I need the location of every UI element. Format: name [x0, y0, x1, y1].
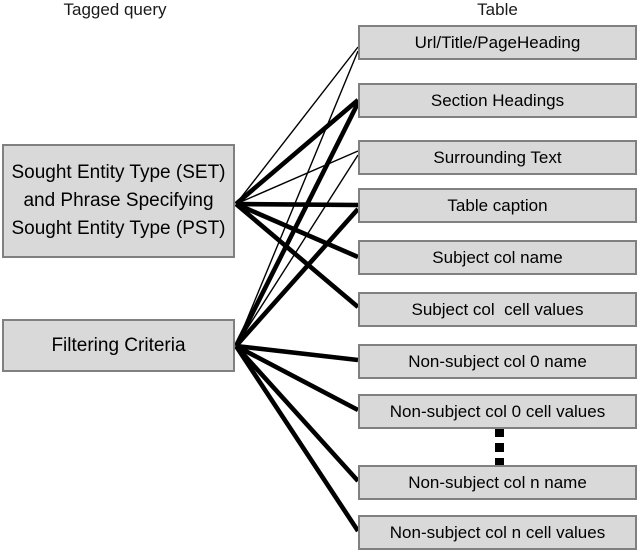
edge-set-to-subject-col-name [235, 201, 359, 260]
edge-set-to-subject-col-cell-values [234, 202, 360, 309]
box-label: Non-subject col n name [408, 472, 587, 492]
edge-filtering-to-non-subject-col-n-cell-values [234, 344, 360, 533]
table-box-non-subject-col-n-name: Non-subject col n name [358, 465, 637, 500]
edge-filtering-to-non-subject-col-0-cell-values [234, 343, 360, 413]
table-box-section-headings: Section Headings [358, 83, 637, 118]
box-label: Non-subject col n cell values [389, 522, 606, 542]
table-box-subject-col-cell-values: Subject col cell values [358, 292, 637, 327]
box-label: Table caption [447, 195, 548, 215]
table-box-subject-col-name: Subject col name [358, 240, 637, 275]
box-label: Section Headings [430, 90, 565, 110]
filtering-criteria-label: Filtering Criteria [51, 334, 186, 356]
box-label: Url/Title/PageHeading [414, 32, 581, 52]
edge-filtering-to-table-caption [234, 207, 360, 348]
set-pst-box: Sought Entity Type (SET) and Phrase Spec… [2, 144, 235, 258]
ellipsis-dot [495, 428, 504, 437]
left-column-title: Tagged query [63, 0, 167, 19]
edge-filtering-to-section-headings [233, 101, 361, 348]
box-label: Non-subject col 0 name [408, 351, 587, 371]
edge-filtering-to-non-subject-col-n-name [234, 344, 360, 483]
edge-set-to-surrounding-text [235, 150, 359, 205]
table-box-non-subject-col-n-cell-values: Non-subject col n cell values [358, 515, 637, 550]
edge-filtering-to-surrounding-text [235, 154, 359, 347]
box-label: Subject col name [432, 247, 563, 267]
filtering-criteria-box: Filtering Criteria [2, 319, 235, 372]
table-box-url-title-pageheading: Url/Title/PageHeading [358, 25, 637, 60]
table-box-table-caption: Table caption [358, 188, 637, 223]
right-column-title: Table [477, 0, 518, 19]
box-label: Surrounding Text [433, 147, 562, 167]
box-label: Non-subject col 0 cell values [389, 401, 606, 421]
edge-set-to-url-title-pageheading [235, 46, 359, 205]
ellipsis-dot [495, 458, 504, 467]
edge-set-to-section-headings [234, 98, 360, 206]
edge-set-to-table-caption [235, 201, 359, 208]
box-label: Subject col cell values [411, 299, 584, 319]
table-box-non-subject-col-0-cell-values: Non-subject col 0 cell values [358, 394, 637, 429]
edge-filtering-to-non-subject-col-0-name [235, 343, 359, 363]
edge-filtering-to-url-title-pageheading [235, 50, 359, 347]
table-box-surrounding-text: Surrounding Text [358, 140, 637, 175]
table-box-non-subject-col-0-name: Non-subject col 0 name [358, 344, 637, 379]
ellipsis-dot [495, 443, 504, 452]
set-pst-label: Sought Entity Type (SET) and Phrase Spec… [11, 162, 226, 239]
